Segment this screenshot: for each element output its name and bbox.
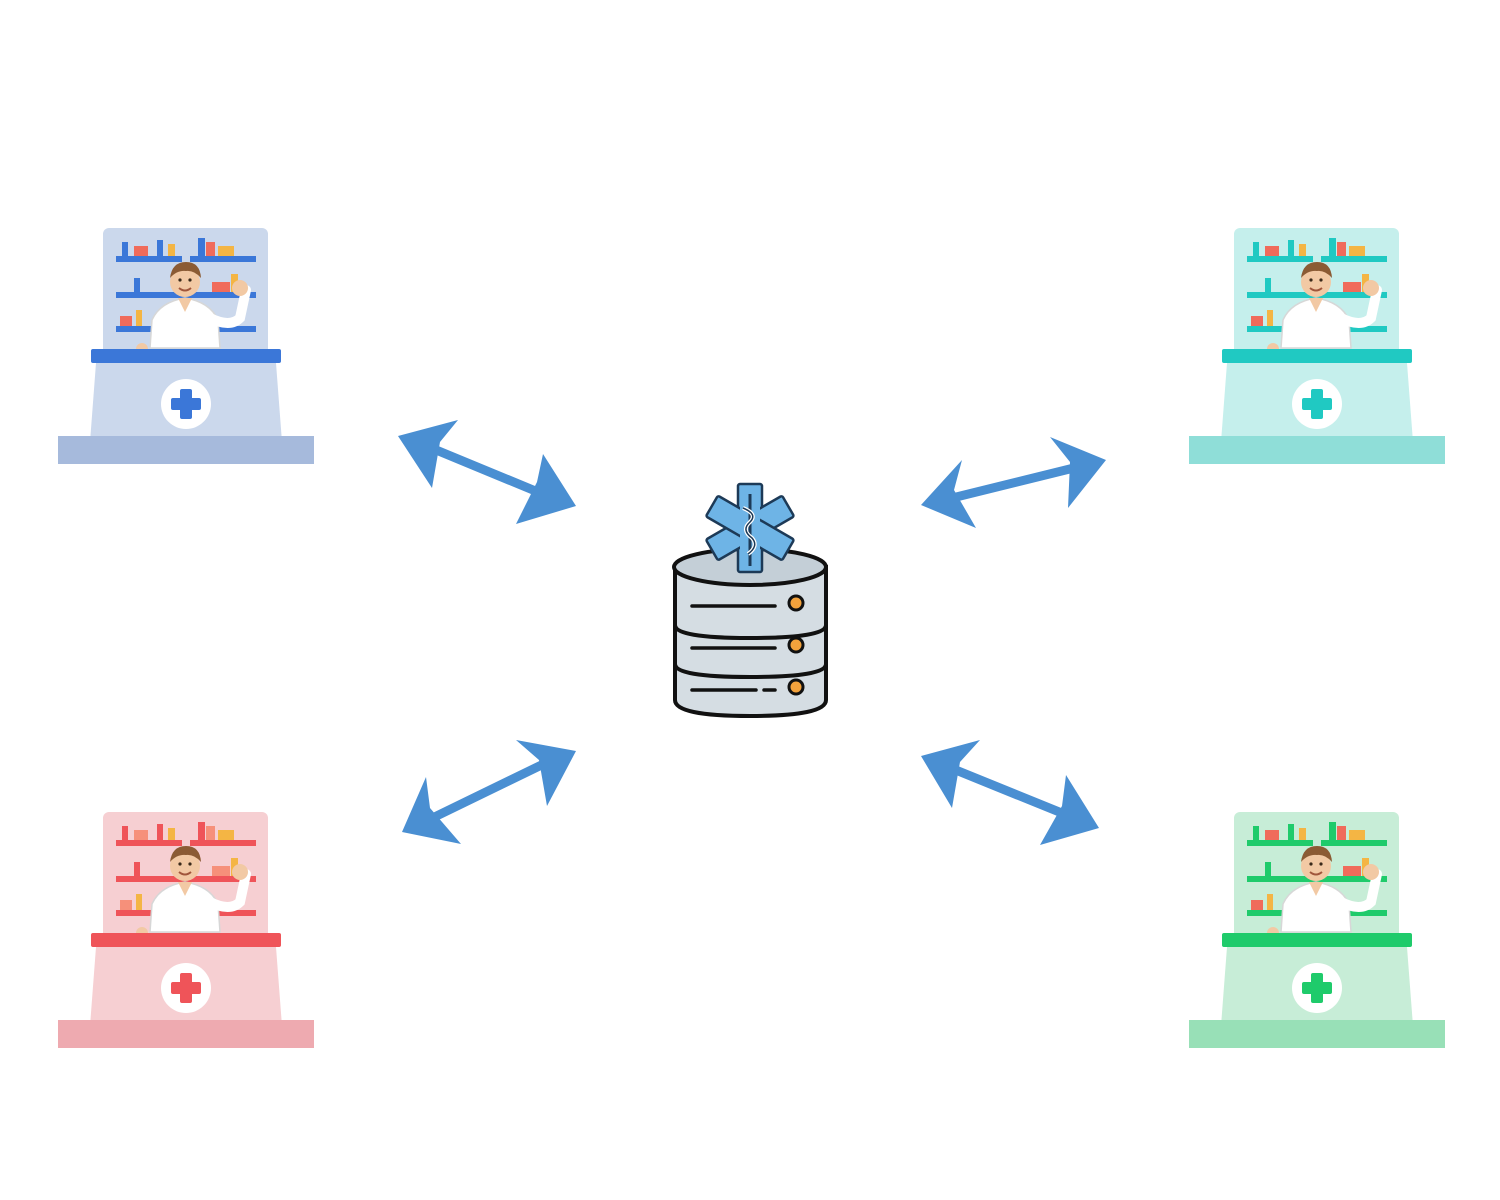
bidirectional-arrow-icon	[411, 751, 565, 831]
arrow-top-right	[921, 437, 1106, 528]
pharmacy-counter-icon	[58, 812, 314, 1048]
connection-arrows	[398, 420, 1106, 845]
pharmacy-top-right	[1189, 228, 1445, 464]
pharmacy-bottom-left	[58, 812, 314, 1048]
pharmacy-counter-icon	[58, 228, 314, 464]
arrow-bottom-left	[402, 740, 576, 844]
arrow-bottom-right	[921, 740, 1099, 845]
pharmacy-bottom-right	[1189, 812, 1445, 1048]
pharmacy-counter-icon	[1189, 812, 1445, 1048]
pharmacy-counter-icon	[1189, 228, 1445, 464]
arrow-top-left	[398, 420, 576, 524]
star-of-life-icon	[705, 482, 795, 574]
medical-database-icon	[672, 482, 828, 719]
central-database	[672, 482, 828, 719]
pharmacy-top-left	[58, 228, 314, 464]
bidirectional-arrow-icon	[931, 459, 1095, 507]
